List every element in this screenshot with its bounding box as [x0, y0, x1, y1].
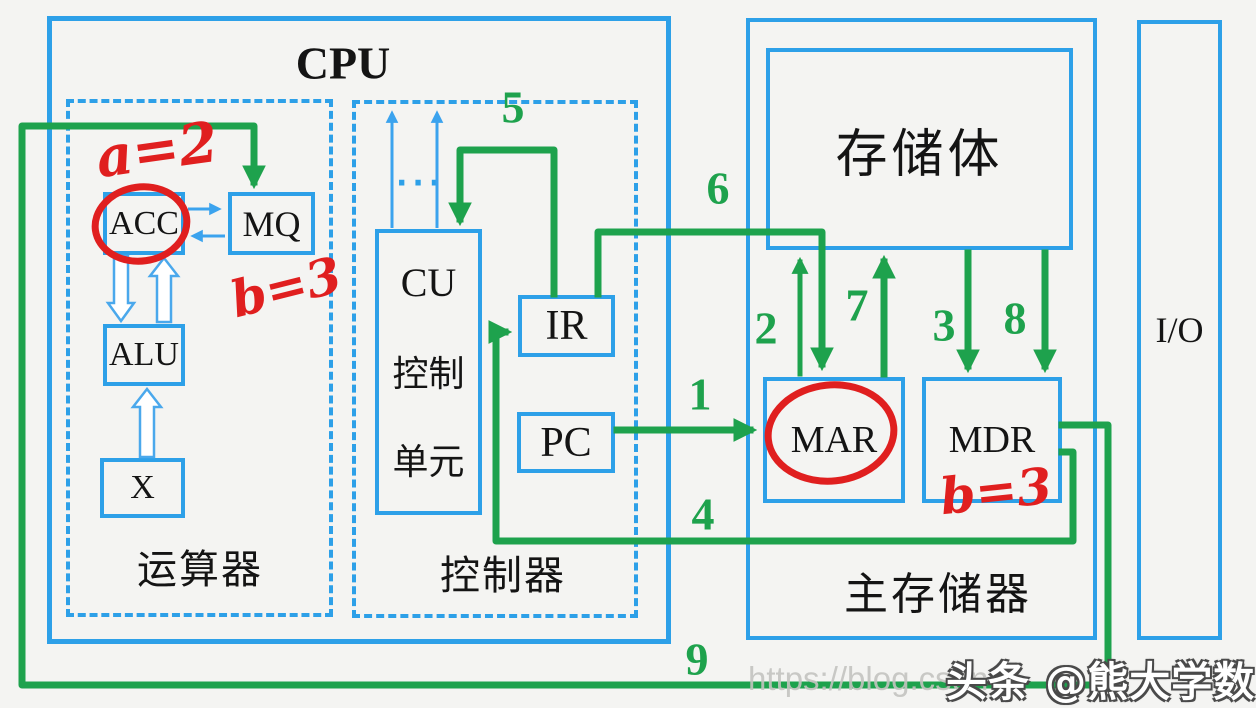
main-memory-label: 主存储器 — [844, 570, 1032, 619]
mar-label: MAR — [790, 419, 878, 461]
cpu-title: CPU — [295, 37, 391, 89]
mq-register-box: MQ — [228, 192, 315, 255]
ir-register-box: IR — [518, 295, 615, 357]
step-3-label: 3 — [932, 299, 956, 351]
controller-label: 控制器 — [440, 553, 566, 598]
cu-label-line2: 控制 — [392, 354, 465, 394]
step-7-label: 7 — [845, 279, 869, 331]
toutiao-credit-watermark: 头条 @熊大学数学 — [946, 658, 1256, 706]
cu-label-line3: 单元 — [392, 442, 465, 482]
x-label: X — [130, 469, 155, 506]
pc-label: PC — [540, 419, 592, 466]
control-unit-box: CU 控制 单元 — [375, 229, 482, 515]
io-label: I/O — [1155, 310, 1204, 350]
x-register-box: X — [100, 458, 185, 518]
pc-register-box: PC — [517, 412, 615, 473]
handwritten-b-equals-3-mdr: b=3 — [937, 455, 1055, 527]
storage-body-box: 存储体 — [766, 48, 1073, 250]
arithmetic-unit-label: 运算器 — [137, 547, 263, 592]
blog-url-watermark: https://blog.csdn — [748, 660, 989, 697]
step-6-label: 6 — [706, 162, 730, 214]
step-1-label: 1 — [688, 368, 712, 420]
io-box: I/O — [1137, 20, 1222, 640]
acc-label: ACC — [109, 204, 179, 242]
cu-ellipsis: ··· — [396, 166, 446, 201]
alu-label: ALU — [109, 336, 179, 373]
mar-register-box: MAR — [763, 377, 905, 503]
step-5-label: 5 — [501, 81, 525, 133]
step-8-label: 8 — [1003, 292, 1027, 344]
cu-label: CU — [400, 260, 457, 305]
step-2-label: 2 — [754, 302, 778, 354]
mdr-label: MDR — [948, 419, 1036, 461]
step-9-label: 9 — [685, 633, 709, 685]
ir-label: IR — [545, 303, 588, 349]
storage-body-label: 存储体 — [835, 126, 1004, 184]
alu-box: ALU — [103, 324, 185, 386]
acc-register-box: ACC — [103, 192, 185, 255]
mq-label: MQ — [242, 203, 301, 244]
step-4-label: 4 — [691, 488, 715, 540]
